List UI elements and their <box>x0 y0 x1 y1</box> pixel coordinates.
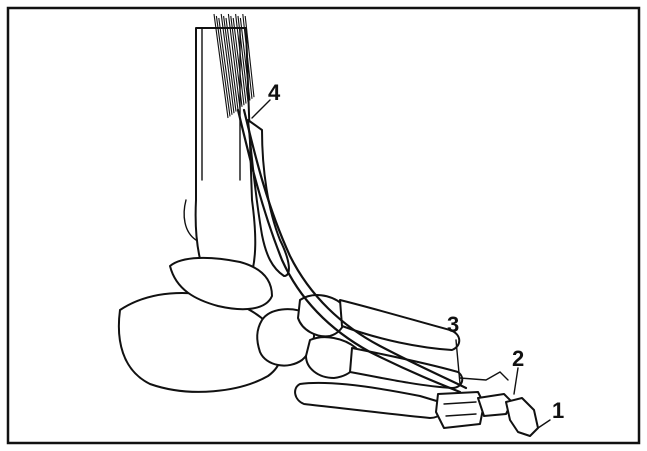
leg-bones <box>184 28 289 296</box>
label-2: 2 <box>512 346 524 371</box>
figure-border <box>8 8 639 443</box>
label-1: 1 <box>552 398 564 423</box>
foot-bones <box>119 258 462 418</box>
label-4: 4 <box>268 80 281 105</box>
label-3: 3 <box>447 312 459 337</box>
